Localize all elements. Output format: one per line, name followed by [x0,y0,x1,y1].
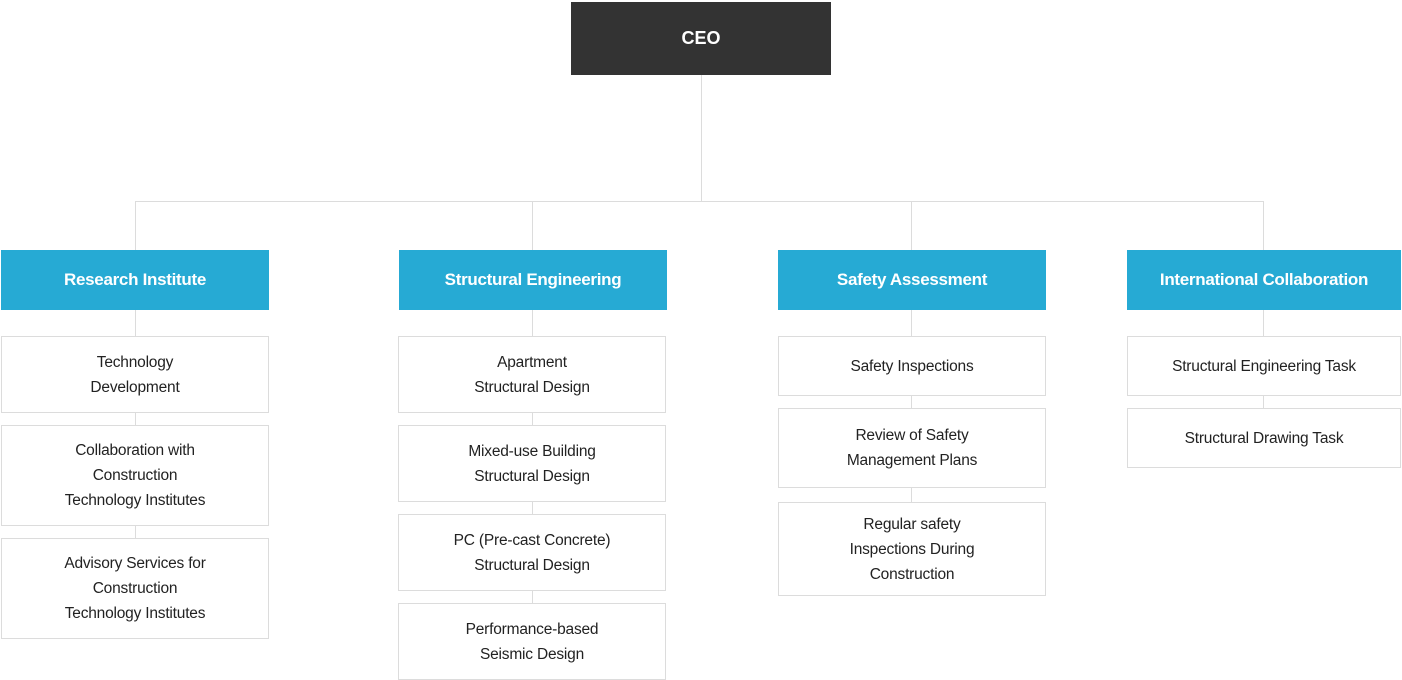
dept-label: Safety Assessment [836,270,988,289]
task-label: Mixed-use Building Structural Design [468,442,596,485]
task-label: Apartment Structural Design [474,353,590,396]
task-label: Performance-based Seismic Design [465,620,599,663]
task-box: Structural Drawing Task [1127,408,1401,468]
task-box: Mixed-use Building Structural Design [398,425,666,502]
task-box: Technology Development [1,336,269,413]
task-label: Regular safety Inspections During Constr… [849,515,975,583]
dept-connector-international [1263,201,1264,250]
dept-international-collaboration: International Collaboration [1127,250,1401,310]
ceo-label: CEO [681,28,721,48]
task-label: Safety Inspections [850,357,974,375]
task-box: Review of Safety Management Plans [778,408,1046,488]
dept-label: International Collaboration [1159,270,1369,289]
task-box: PC (Pre-cast Concrete) Structural Design [398,514,666,591]
branch-connector [135,201,1264,202]
task-label: Technology Development [90,353,180,396]
task-label: Structural Drawing Task [1184,429,1344,447]
task-label: Structural Engineering Task [1172,357,1356,375]
task-label: Collaboration with Construction Technolo… [64,442,206,509]
dept-research-institute: Research Institute [1,250,269,310]
task-label: PC (Pre-cast Concrete) Structural Design [453,531,611,574]
task-box: Regular safety Inspections During Constr… [778,502,1046,596]
ceo-box: CEO [571,2,831,75]
task-label: Advisory Services for Construction Techn… [64,555,206,622]
dept-connector-structural [532,201,533,250]
dept-connector-safety [911,201,912,250]
dept-label: Research Institute [64,270,206,289]
task-box: Performance-based Seismic Design [398,603,666,680]
dept-label: Structural Engineering [444,270,622,289]
ceo-connector [701,75,702,201]
task-box: Structural Engineering Task [1127,336,1401,396]
task-box: Safety Inspections [778,336,1046,396]
dept-connector-research [135,201,136,250]
dept-structural-engineering: Structural Engineering [399,250,667,310]
task-box: Apartment Structural Design [398,336,666,413]
dept-safety-assessment: Safety Assessment [778,250,1046,310]
task-box: Collaboration with Construction Technolo… [1,425,269,526]
task-label: Review of Safety Management Plans [846,427,978,469]
task-box: Advisory Services for Construction Techn… [1,538,269,639]
